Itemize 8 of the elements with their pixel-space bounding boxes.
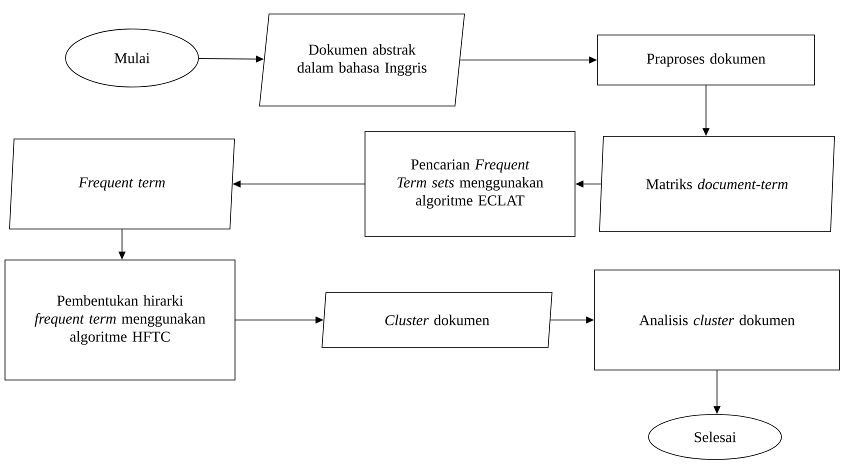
process-box: Praproses dokumen: [597, 34, 815, 86]
data-parallelogram: Dokumen abstrak dalam bahasa Inggris: [259, 14, 465, 106]
process-box: Pencarian Frequent Term sets menggunakan algoritme ECLAT: [364, 131, 576, 237]
data-parallelogram: Cluster dokumen: [322, 292, 552, 348]
data-parallelogram: Frequent term: [9, 138, 235, 230]
data-parallelogram: Matriks document-term: [599, 136, 835, 232]
process-box: Analisis cluster dokumen: [594, 270, 840, 370]
process-box: Pembentukan hirarki frequent term menggunakan algoritme HFTC: [4, 260, 236, 380]
